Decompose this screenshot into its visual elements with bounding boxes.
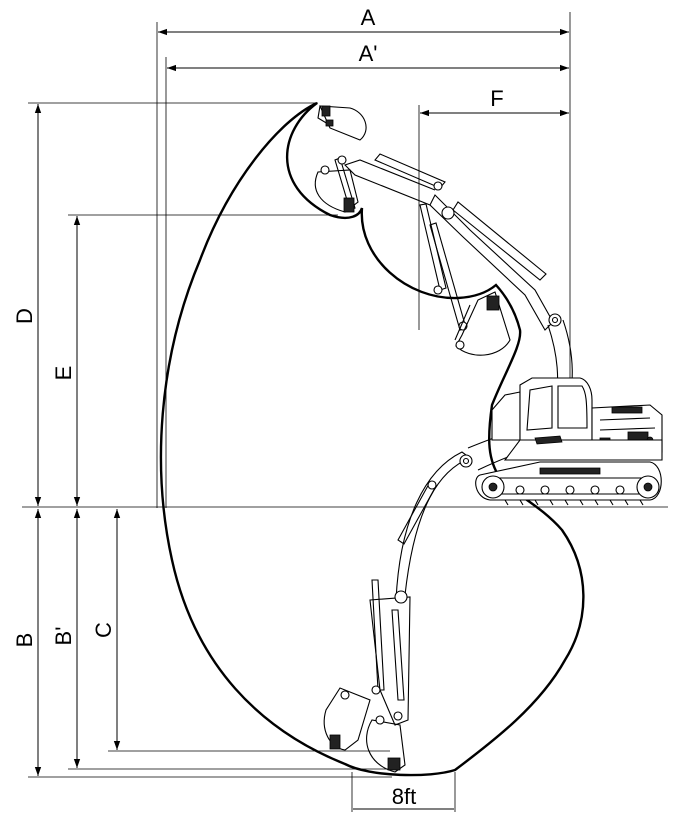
bucket-bottom-left xyxy=(323,687,371,751)
excavator-upper-structure xyxy=(491,377,663,461)
bucket-top-curled xyxy=(317,105,367,141)
label-B: B xyxy=(12,633,37,648)
bucket-mid-reach xyxy=(454,291,511,356)
bucket-top-open xyxy=(314,165,359,213)
label-E: E xyxy=(51,366,76,381)
label-8ft: 8ft xyxy=(392,784,416,809)
label-F: F xyxy=(490,86,503,111)
label-D: D xyxy=(12,308,37,324)
label-A-prime: A' xyxy=(359,41,378,66)
label-A: A xyxy=(361,5,376,30)
label-B-prime: B' xyxy=(51,627,76,646)
bucket-bottom-deep xyxy=(366,715,406,773)
working-range-envelope xyxy=(159,101,585,777)
track-undercarriage xyxy=(475,461,662,506)
label-C: C xyxy=(91,622,116,638)
